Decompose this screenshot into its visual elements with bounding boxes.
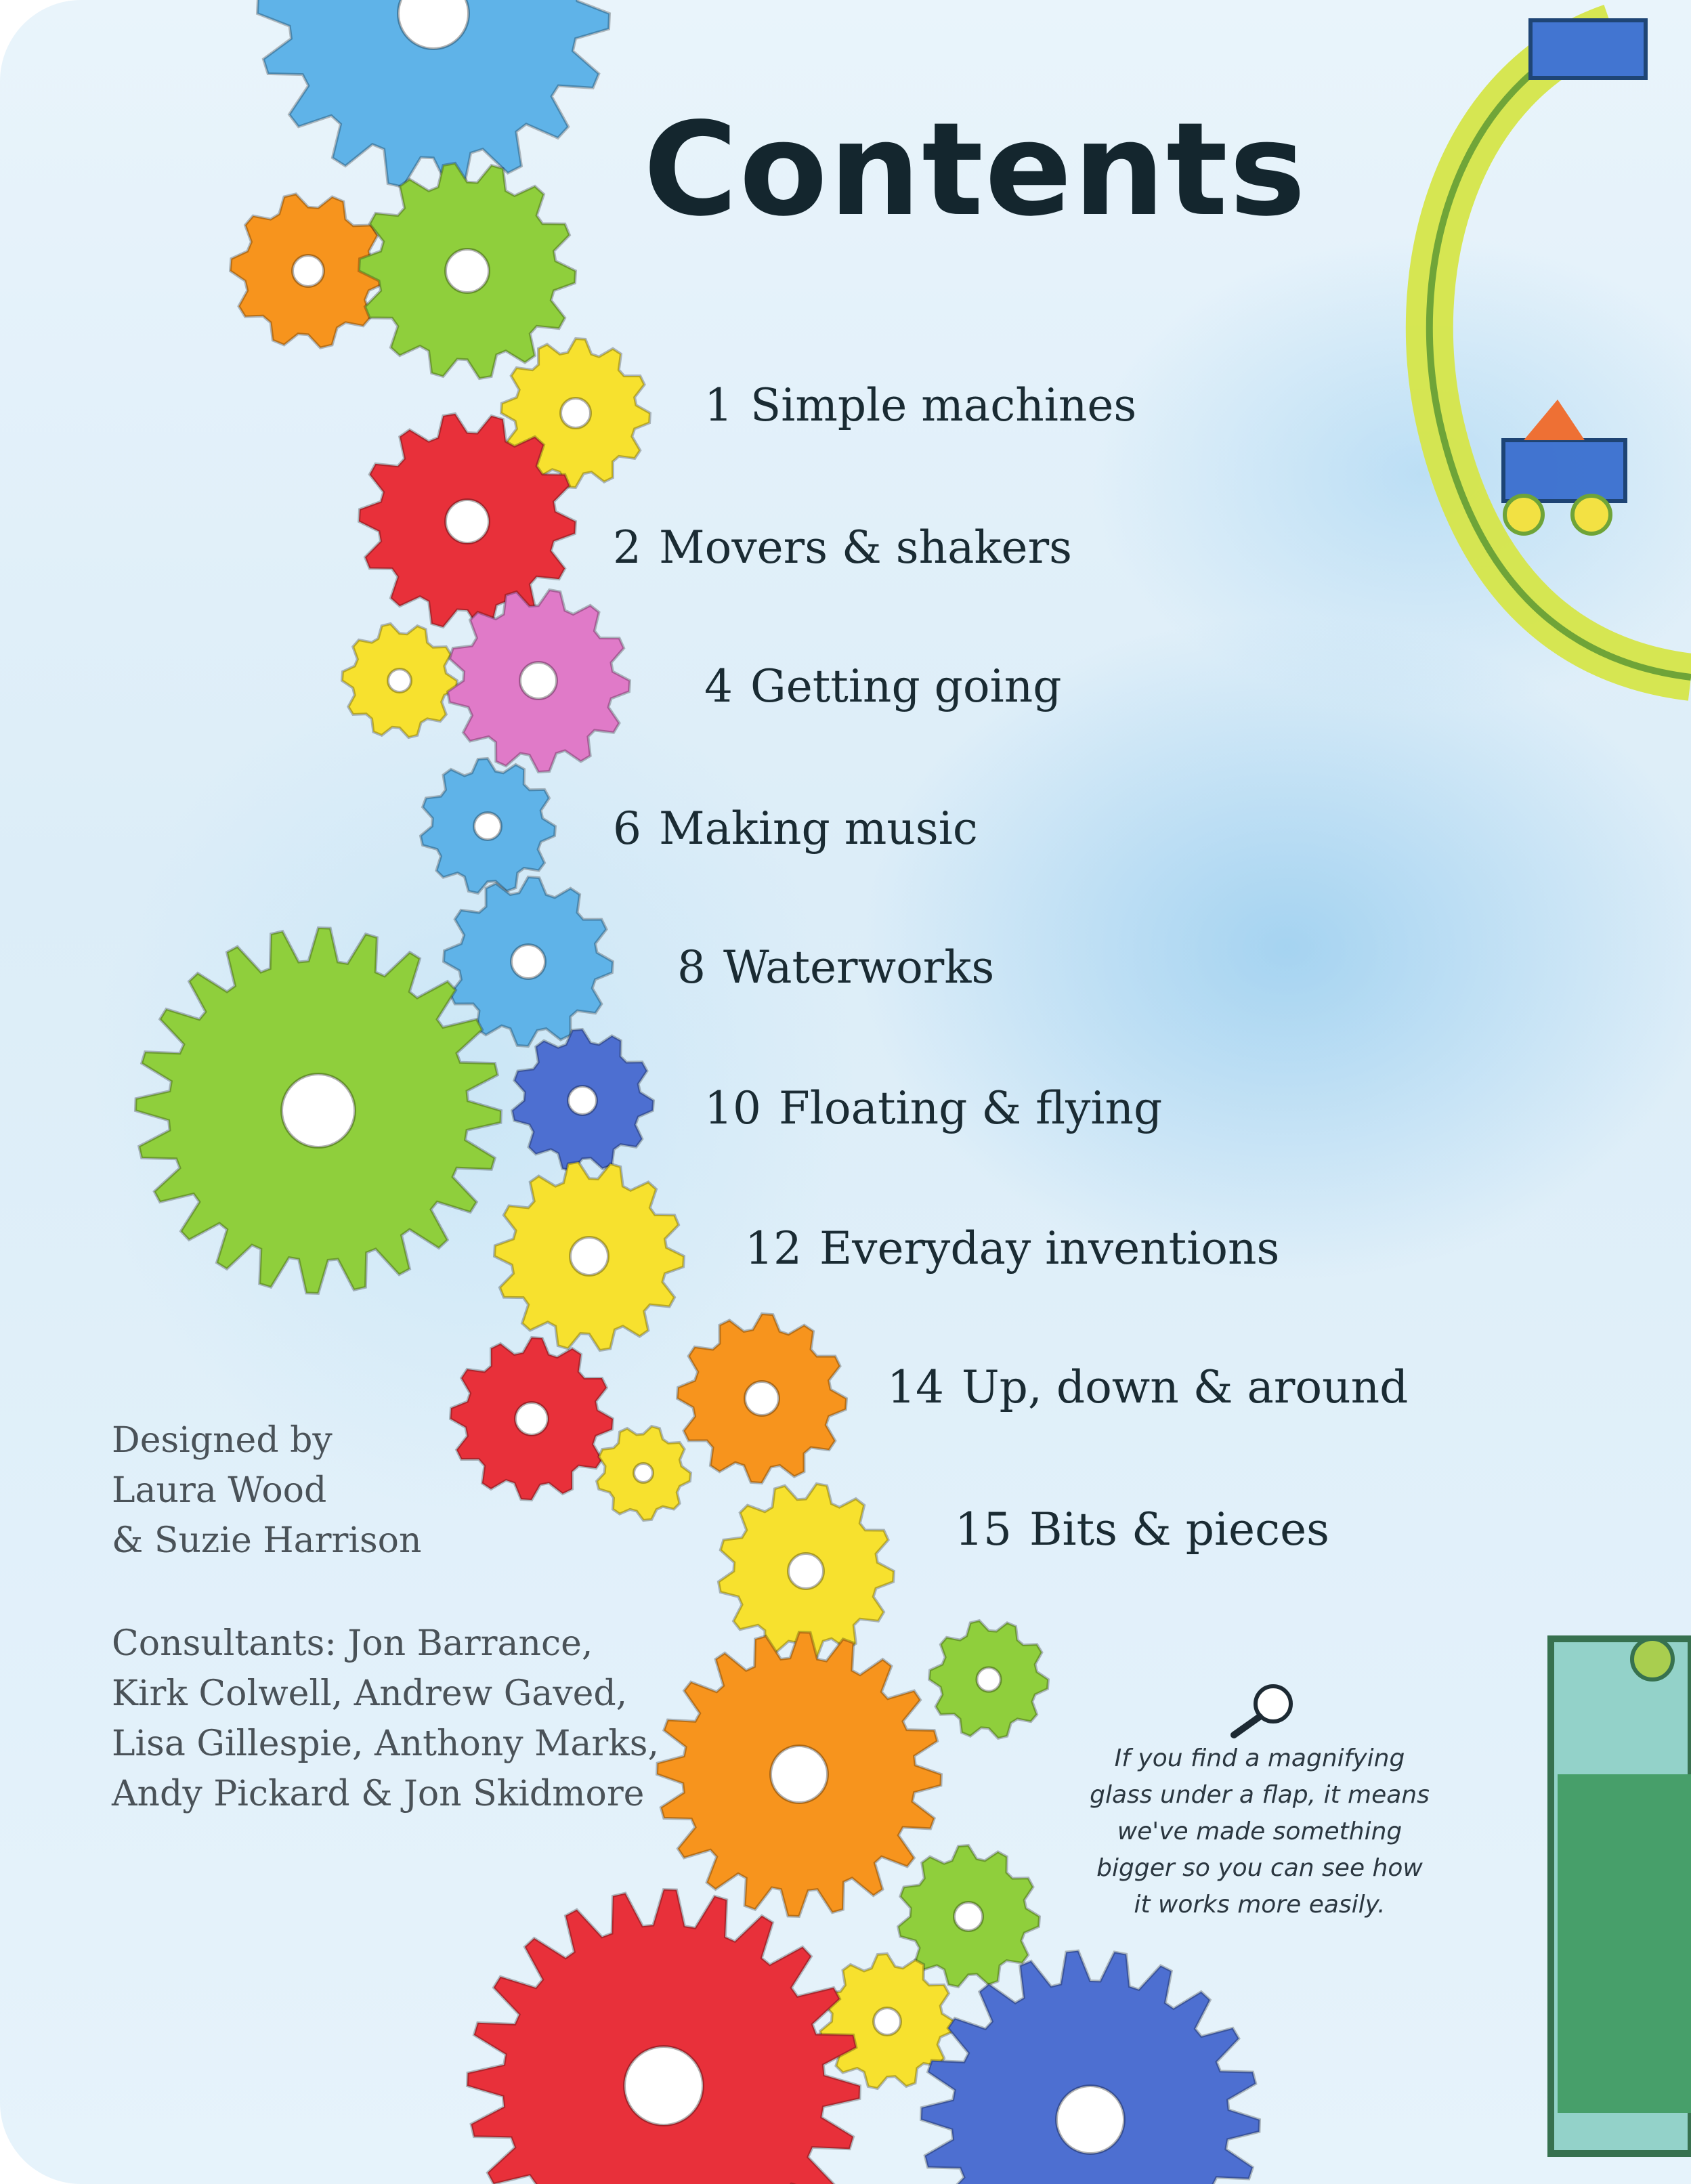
credit-line: & Suzie Harrison bbox=[112, 1520, 422, 1561]
note-line: bigger so you can see how bbox=[1096, 1854, 1423, 1882]
contents-label: Simple machines bbox=[750, 379, 1137, 431]
contents-page-number: 4 bbox=[704, 660, 733, 712]
consultant-credits: Consultants: Jon Barrance, Kirk Colwell,… bbox=[112, 1619, 659, 1819]
contents-item[interactable]: 8 Waterworks bbox=[677, 941, 994, 993]
credit-line: Designed by bbox=[112, 1420, 333, 1461]
contents-item[interactable]: 14 Up, down & around bbox=[887, 1361, 1408, 1413]
roller-coaster-illustration bbox=[1405, 4, 1691, 2157]
note-line: If you find a magnifying bbox=[1114, 1744, 1405, 1772]
page-title: Contents bbox=[643, 95, 1308, 244]
designer-credits: Designed by Laura Wood & Suzie Harrison bbox=[112, 1415, 421, 1566]
note-line: glass under a flap, it means bbox=[1090, 1781, 1430, 1809]
contents-label: Up, down & around bbox=[961, 1361, 1409, 1413]
gear-icon bbox=[419, 756, 557, 895]
gear-icon bbox=[448, 1335, 615, 1502]
contents-label: Waterworks bbox=[723, 941, 995, 993]
contents-item[interactable]: 10 Floating & flying bbox=[704, 1082, 1162, 1134]
gear-icon bbox=[510, 1027, 656, 1173]
credit-line: Andy Pickard & Jon Skidmore bbox=[112, 1774, 645, 1814]
contents-label: Getting going bbox=[750, 660, 1062, 712]
magnifier-note: If you find a magnifying glass under a f… bbox=[1056, 1740, 1463, 1923]
gear-icon bbox=[595, 1424, 693, 1522]
gear-icon bbox=[675, 1312, 849, 1485]
contents-item[interactable]: 1 Simple machines bbox=[704, 379, 1136, 431]
contents-label: Bits & pieces bbox=[1029, 1503, 1330, 1556]
gear-icon bbox=[465, 1887, 862, 2184]
gear-icon bbox=[255, 0, 612, 191]
note-line: it works more easily. bbox=[1134, 1891, 1386, 1919]
contents-page-number: 10 bbox=[704, 1082, 761, 1134]
contents-page-number: 2 bbox=[613, 521, 641, 574]
contents-page-number: 14 bbox=[887, 1361, 944, 1413]
gear-icon bbox=[228, 192, 388, 349]
gear-icon bbox=[655, 1630, 943, 1919]
gear-icon bbox=[133, 926, 503, 1296]
contents-label: Everyday inventions bbox=[819, 1222, 1280, 1275]
contents-page-number: 6 bbox=[613, 802, 641, 855]
contents-item[interactable]: 6 Making music bbox=[613, 802, 978, 855]
gear-icon bbox=[446, 588, 632, 774]
gear-icon bbox=[919, 1949, 1262, 2184]
contents-item[interactable]: 2 Movers & shakers bbox=[613, 521, 1072, 574]
gear-icon bbox=[927, 1619, 1050, 1740]
contents-page-number: 12 bbox=[745, 1222, 802, 1275]
contents-page-number: 15 bbox=[955, 1503, 1012, 1556]
contents-item[interactable]: 4 Getting going bbox=[704, 660, 1062, 712]
contents-item[interactable]: 15 Bits & pieces bbox=[955, 1503, 1329, 1556]
contents-item[interactable]: 12 Everyday inventions bbox=[745, 1222, 1279, 1275]
gear-icon bbox=[818, 1952, 957, 2091]
magnifying-glass-icon bbox=[1230, 1684, 1293, 1738]
contents-page-number: 8 bbox=[677, 941, 706, 993]
credit-line: Consultants: Jon Barrance, bbox=[112, 1623, 593, 1664]
credit-line: Laura Wood bbox=[112, 1470, 327, 1511]
contents-label: Movers & shakers bbox=[659, 521, 1072, 574]
gear-icon bbox=[896, 1843, 1042, 1989]
contents-page-number: 1 bbox=[704, 379, 733, 431]
gear-icon bbox=[492, 1160, 686, 1352]
note-line: we've made something bbox=[1117, 1818, 1403, 1845]
gear-icon bbox=[357, 161, 578, 381]
gear-icon bbox=[340, 622, 459, 740]
contents-label: Floating & flying bbox=[778, 1082, 1163, 1134]
credit-line: Kirk Colwell, Andrew Gaved, bbox=[112, 1673, 628, 1714]
contents-label: Making music bbox=[659, 802, 978, 855]
credit-line: Lisa Gillespie, Anthony Marks, bbox=[112, 1723, 659, 1764]
